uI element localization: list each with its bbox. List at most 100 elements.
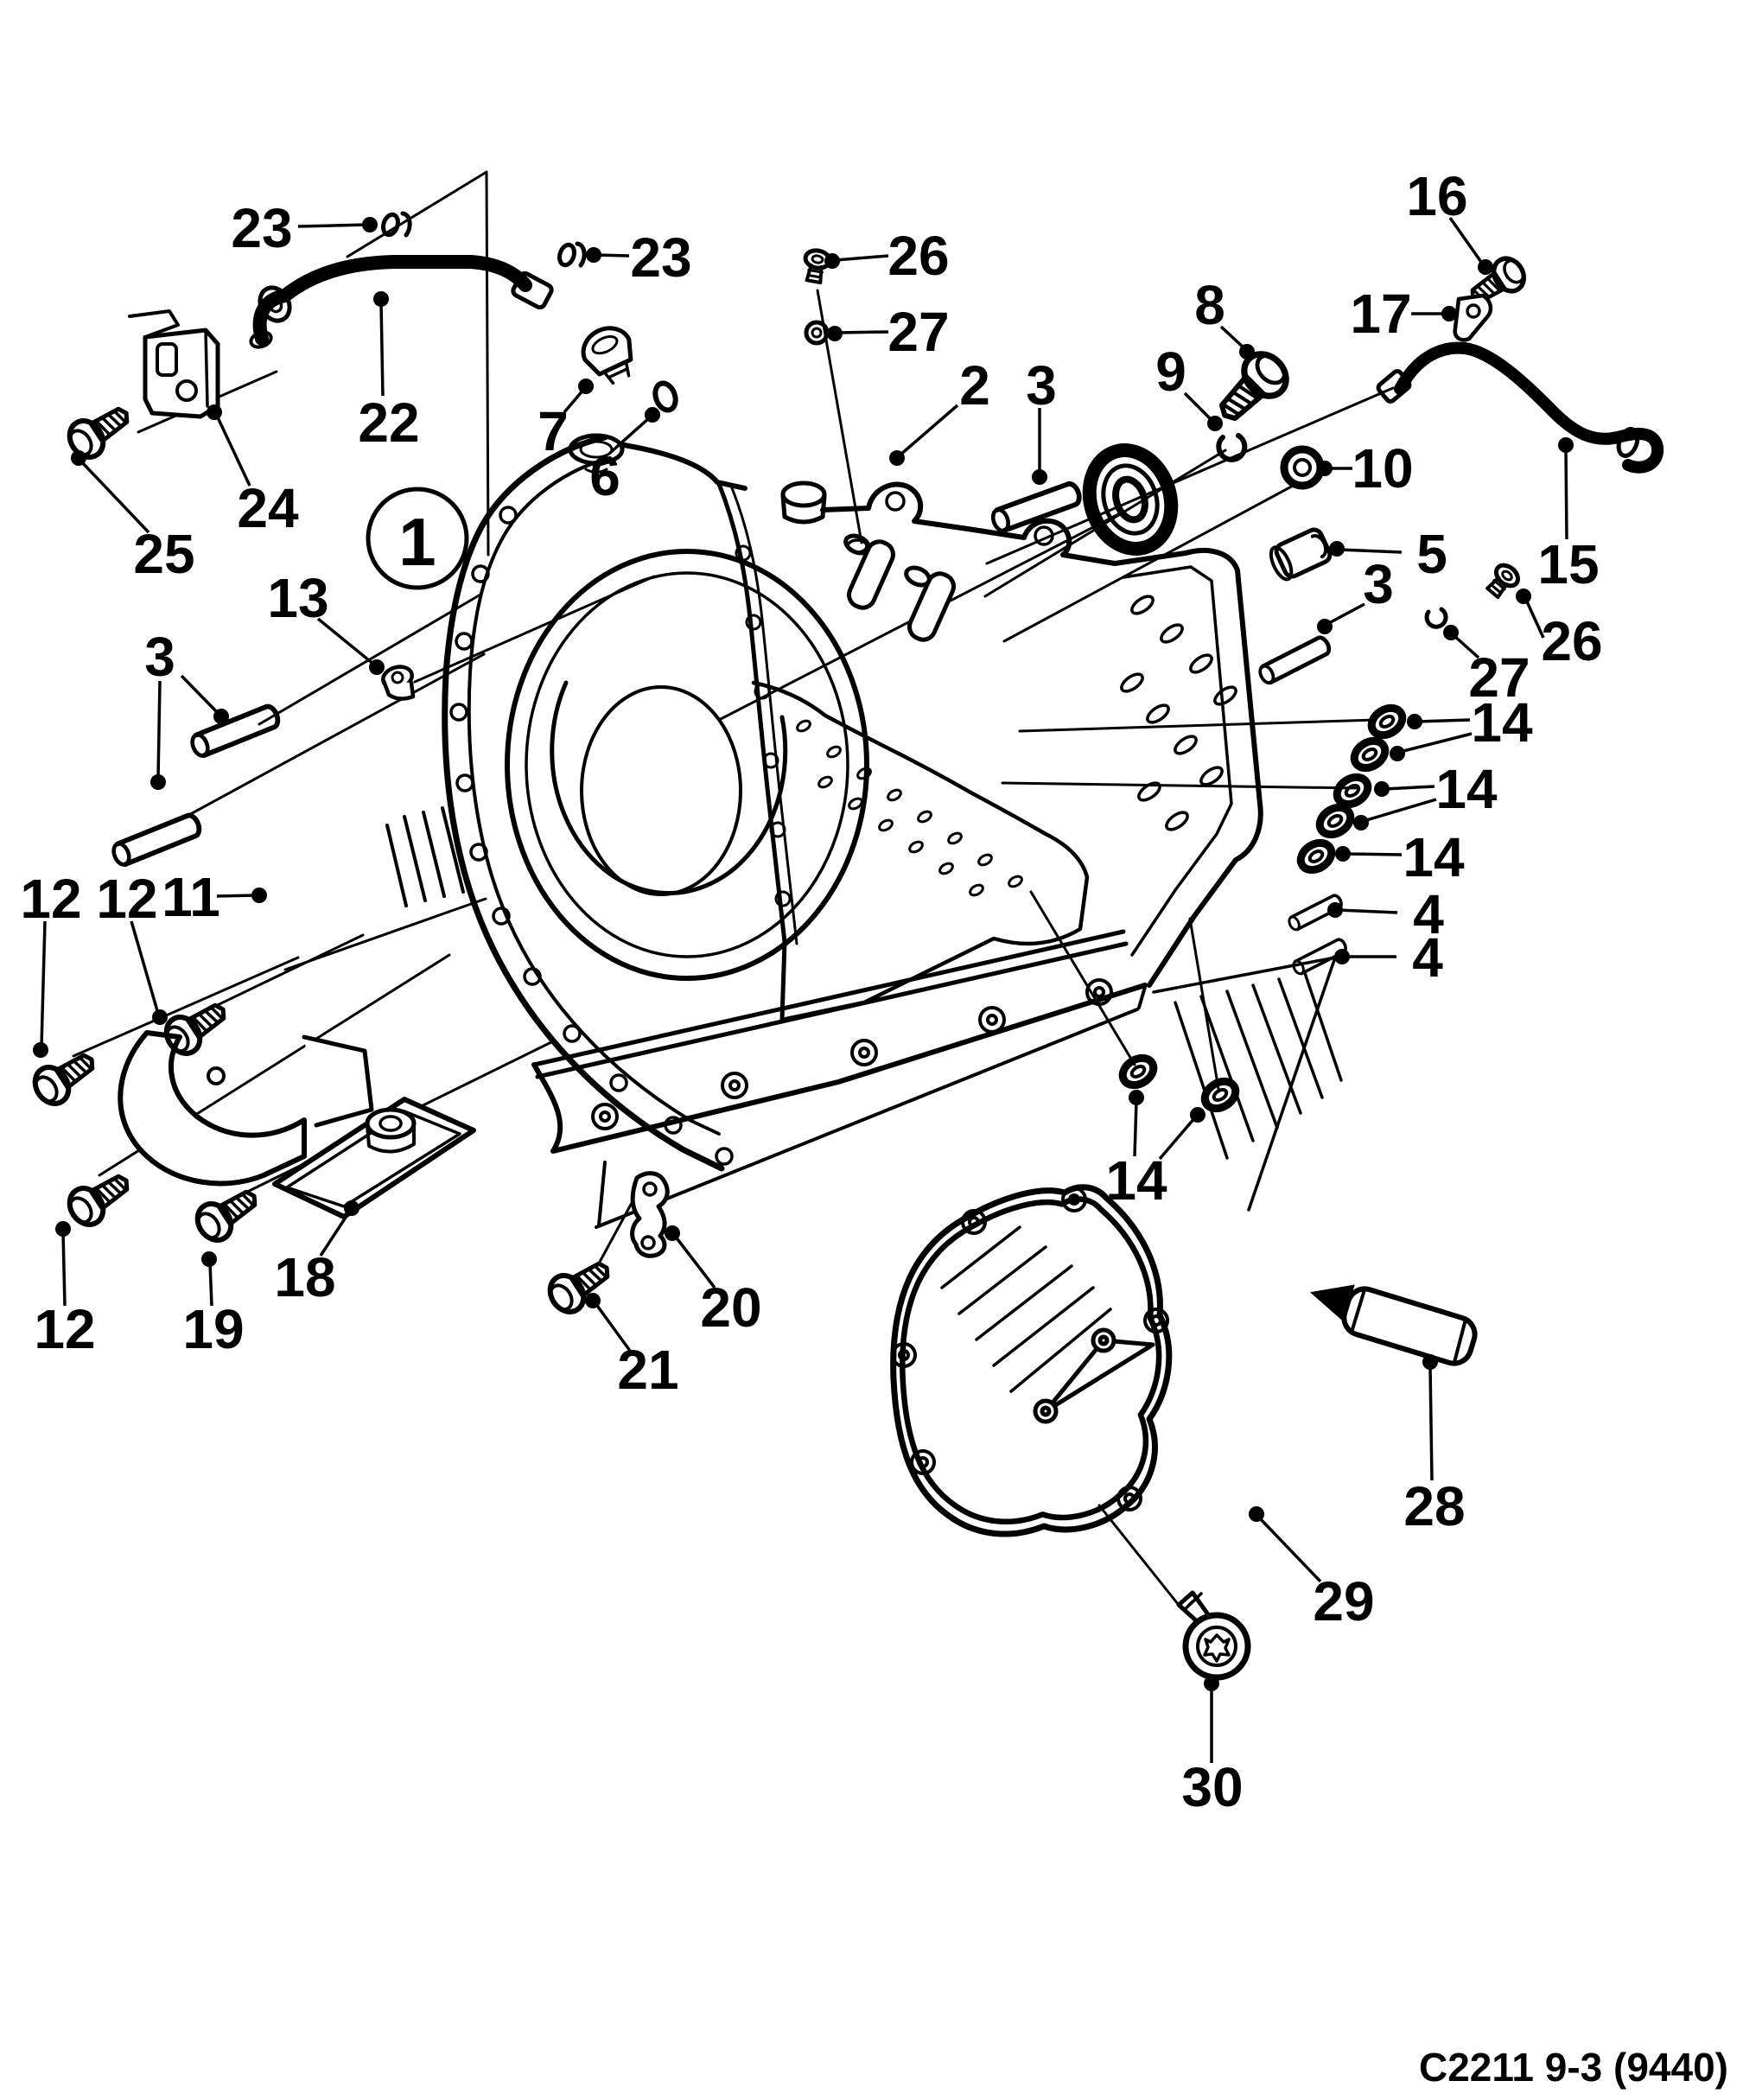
leader-line [563, 387, 586, 414]
part-callout-13: 13 [267, 567, 328, 629]
leader-line [835, 254, 889, 262]
seal-14 [1349, 735, 1390, 773]
leader-line [1363, 798, 1437, 823]
part-callout-26: 26 [887, 225, 949, 287]
plug-5 [1269, 527, 1333, 582]
leader-line [1183, 391, 1214, 423]
leader-line [130, 920, 160, 1015]
leader-dot [1204, 1676, 1219, 1691]
leader-line [594, 1301, 632, 1352]
bracket-24 [128, 309, 220, 419]
leader-line [1384, 785, 1435, 791]
part-callout-25: 25 [133, 523, 194, 585]
part-callout-30: 30 [1181, 1756, 1243, 1818]
dowel-pin-3-right [1257, 635, 1332, 684]
leader-dot [1478, 259, 1493, 275]
leader-dot [1207, 416, 1223, 431]
leader-line [1416, 718, 1471, 723]
leader-dot [33, 1042, 48, 1058]
valve-body-holes [796, 719, 1023, 897]
seal-ring-23a [381, 211, 412, 238]
assembly-circle-label: 1 [398, 504, 436, 580]
part-callout-10: 10 [1352, 437, 1413, 500]
leader-line [156, 680, 162, 780]
leader-line [379, 302, 385, 397]
dowel-pin-3-left-b [111, 813, 201, 867]
leader-line [1219, 325, 1247, 351]
seal-14 [1314, 802, 1355, 840]
c-ring-27-right [1424, 607, 1448, 629]
part-callout-14: 14 [1435, 758, 1498, 820]
leader-dot [201, 1251, 217, 1267]
part-callout-9: 9 [1155, 340, 1186, 403]
leader-line [1452, 633, 1480, 659]
plug-bolt-8 [1209, 345, 1295, 431]
leader-line [215, 415, 251, 487]
seal-14 [1366, 703, 1407, 741]
leader-line [1448, 216, 1485, 266]
leader-line [61, 1231, 67, 1307]
seal-ring-23b [557, 241, 587, 268]
oil-pipe-22 [249, 255, 554, 349]
leader-dot [1129, 1090, 1144, 1105]
part-callout-4: 4 [1413, 883, 1444, 945]
leader-line [1428, 1365, 1434, 1481]
leader-line [80, 460, 150, 534]
part-callout-20: 20 [700, 1276, 761, 1339]
part-callout-21: 21 [617, 1339, 678, 1401]
leader-dot [586, 247, 601, 263]
bracket-20 [630, 1171, 670, 1258]
leader-dot [152, 1009, 168, 1025]
leader-line [595, 253, 630, 258]
clip-17 [1453, 293, 1493, 342]
leader-line [673, 1234, 716, 1289]
leader-line [1257, 1516, 1322, 1583]
part-callout-26: 26 [1541, 610, 1602, 672]
leader-line [1564, 448, 1568, 540]
leader-dot [207, 404, 222, 420]
leader-dot [373, 291, 389, 307]
part-callout-14: 14 [1105, 1149, 1167, 1212]
leader-dot [1390, 746, 1405, 761]
sump-rail-ears [591, 978, 1113, 1130]
part-callout-5: 5 [1416, 523, 1447, 585]
leader-dot [1374, 781, 1390, 797]
shield-11 [118, 1030, 374, 1187]
leader-dot [1441, 306, 1457, 321]
leader-dot [1317, 619, 1333, 634]
oil-pipe-15 [1376, 341, 1664, 474]
seal-14 [1199, 1076, 1240, 1114]
leader-dot [645, 407, 660, 423]
part-callout-23: 23 [231, 197, 292, 259]
part-callout-12: 12 [96, 868, 157, 930]
leader-dot [1190, 1107, 1205, 1123]
leader-dot [585, 1293, 601, 1308]
leader-line [180, 674, 220, 716]
part-callout-15: 15 [1537, 533, 1599, 595]
leader-line [40, 920, 47, 1047]
washer-27-top [804, 320, 830, 346]
leader-dot [1032, 469, 1047, 485]
leader-line [319, 1210, 352, 1257]
leader-line [1326, 602, 1365, 626]
part-callout-19: 19 [182, 1298, 244, 1360]
leader-dot [1335, 846, 1351, 862]
end-face-slots [1120, 595, 1237, 831]
flange-bolt-holes [449, 506, 734, 1166]
mount-bosses [843, 533, 956, 642]
hatch-region [1152, 956, 1343, 1212]
leader-line [1345, 852, 1403, 856]
part-callout-18: 18 [274, 1246, 335, 1308]
leader-line [837, 330, 889, 334]
snap-ring-9 [1216, 433, 1248, 462]
leader-line [1524, 599, 1545, 639]
transmission-case [385, 433, 1343, 1229]
part-callout-7: 7 [538, 400, 569, 462]
part-callout-6: 6 [589, 445, 620, 507]
part-callout-16: 16 [1406, 165, 1467, 227]
seal-14 [1295, 837, 1336, 875]
bolt-21 [543, 1252, 617, 1319]
part-callout-11: 11 [162, 866, 220, 928]
leader-dot [1558, 437, 1574, 453]
